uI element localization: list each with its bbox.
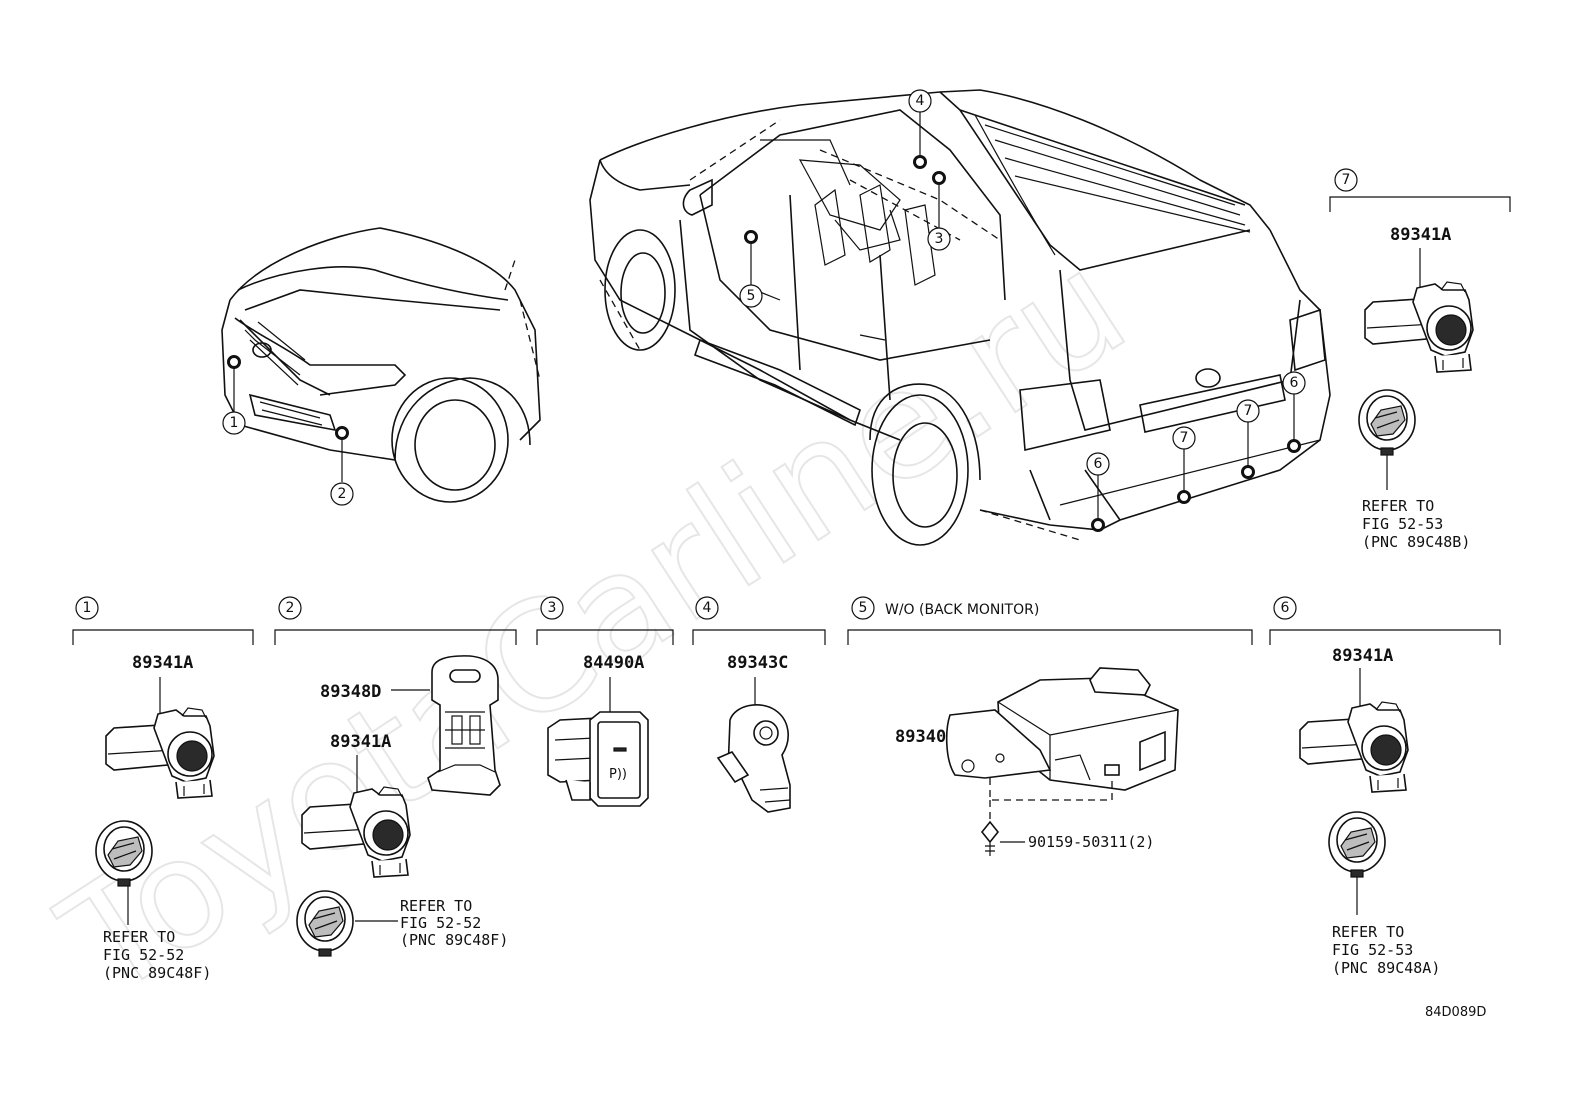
svg-text:4: 4 — [703, 600, 712, 616]
svg-text:FIG 52-52: FIG 52-52 — [103, 946, 184, 964]
callout-6-suv-left: 6 — [1086, 452, 1110, 476]
svg-text:1: 1 — [83, 600, 92, 616]
buzzer — [716, 704, 791, 813]
section-5-header: W/O (BACK MONITOR) — [885, 602, 1039, 618]
part-number-89341A-s7: 89341A — [1390, 225, 1451, 245]
screw-part-number: 90159-50311(2) — [1028, 833, 1154, 851]
svg-text:(PNC 89C48F): (PNC 89C48F) — [103, 964, 211, 982]
sensor-s7 — [1364, 281, 1474, 373]
svg-text:(PNC 89C48B): (PNC 89C48B) — [1362, 533, 1470, 551]
location-4 — [913, 155, 927, 169]
svg-text:FIG 52-53: FIG 52-53 — [1332, 941, 1413, 959]
svg-text:REFER TO: REFER TO — [1362, 497, 1434, 515]
part-number-89340A: 89340A — [895, 727, 956, 747]
part-number-89343C: 89343C — [727, 653, 788, 673]
svg-text:(PNC 89C48F): (PNC 89C48F) — [400, 931, 508, 949]
callout-7-suv-right: 7 — [1236, 399, 1260, 423]
diagram-code: 84D089D — [1425, 1005, 1486, 1020]
section-5: 5 W/O (BACK MONITOR) 89340A 90159-50311(… — [847, 596, 1253, 856]
svg-text:4: 4 — [916, 93, 925, 109]
sensor-holder-89348D — [427, 655, 501, 796]
part-number-84490A: 84490A — [583, 653, 644, 673]
part-number-89348D: 89348D — [320, 682, 381, 702]
svg-text:3: 3 — [935, 231, 944, 247]
retainer-s6 — [1328, 811, 1386, 878]
svg-text:6: 6 — [1281, 600, 1290, 616]
suv-illustration: 5 4 3 6 7 7 6 — [589, 89, 1331, 546]
callout-2-front: 2 — [330, 482, 354, 506]
section-2: 2 89348D 89341A REFER TO FIG 52-52 (PNC … — [274, 596, 517, 957]
svg-text:5: 5 — [859, 600, 868, 616]
svg-text:FIG 52-52: FIG 52-52 — [400, 914, 481, 932]
svg-text:3: 3 — [548, 600, 557, 616]
svg-text:7: 7 — [1180, 430, 1189, 446]
sensor-s1 — [105, 707, 215, 799]
callout-7-suv-left: 7 — [1172, 426, 1196, 450]
location-7-center-right — [1241, 465, 1255, 479]
part-number-89341A-s1: 89341A — [132, 653, 193, 673]
svg-text:6: 6 — [1094, 456, 1103, 472]
section-4: 4 89343C — [692, 596, 826, 813]
callout-4-suv: 4 — [908, 89, 932, 113]
parking-sensor-switch: P)) — [547, 711, 649, 807]
retainer-s2 — [296, 890, 354, 957]
part-number-89341A-s2: 89341A — [330, 732, 391, 752]
svg-text:7: 7 — [1244, 403, 1253, 419]
svg-text:2: 2 — [338, 486, 347, 502]
section-1: 1 89341A REFER TO FIG 52-52 (PNC 89C48F) — [72, 596, 254, 982]
svg-text:6: 6 — [1290, 375, 1299, 391]
callout-1-front: 1 — [222, 411, 246, 435]
svg-text:FIG 52-53: FIG 52-53 — [1362, 515, 1443, 533]
sensor-s6 — [1299, 701, 1409, 793]
callout-6-suv-right: 6 — [1282, 371, 1306, 395]
section-3: 3 84490A P)) — [536, 596, 674, 807]
location-6-right — [1287, 439, 1301, 453]
svg-text:5: 5 — [747, 288, 756, 304]
parking-assist-ecu — [945, 667, 1179, 791]
location-7-center-left — [1177, 490, 1191, 504]
svg-text:7: 7 — [1342, 172, 1351, 188]
svg-text:REFER TO: REFER TO — [1332, 923, 1404, 941]
location-5 — [744, 230, 758, 244]
retainer-s7 — [1358, 389, 1416, 456]
switch-label: P)) — [609, 767, 627, 782]
svg-text:1: 1 — [230, 415, 239, 431]
section-7: 7 89341A REFER TO FIG 52-53 (PNC 89C48B) — [1329, 168, 1511, 551]
svg-text:REFER TO: REFER TO — [103, 928, 175, 946]
svg-text:2: 2 — [286, 600, 295, 616]
section-6: 6 89341A REFER TO FIG 52-53 (PNC 89C48A) — [1269, 596, 1501, 977]
svg-text:REFER TO: REFER TO — [400, 897, 472, 915]
screw-90159-50311 — [980, 820, 1000, 856]
callout-3-suv: 3 — [927, 227, 951, 251]
sensor-location-2 — [335, 426, 349, 440]
svg-text:(PNC 89C48A): (PNC 89C48A) — [1332, 959, 1440, 977]
location-6-left — [1091, 518, 1105, 532]
sensor-location-1 — [227, 355, 241, 369]
front-vehicle-illustration: 1 2 — [221, 227, 541, 506]
part-number-89341A-s6: 89341A — [1332, 646, 1393, 666]
location-3 — [932, 171, 946, 185]
callout-5-suv: 5 — [739, 284, 763, 308]
